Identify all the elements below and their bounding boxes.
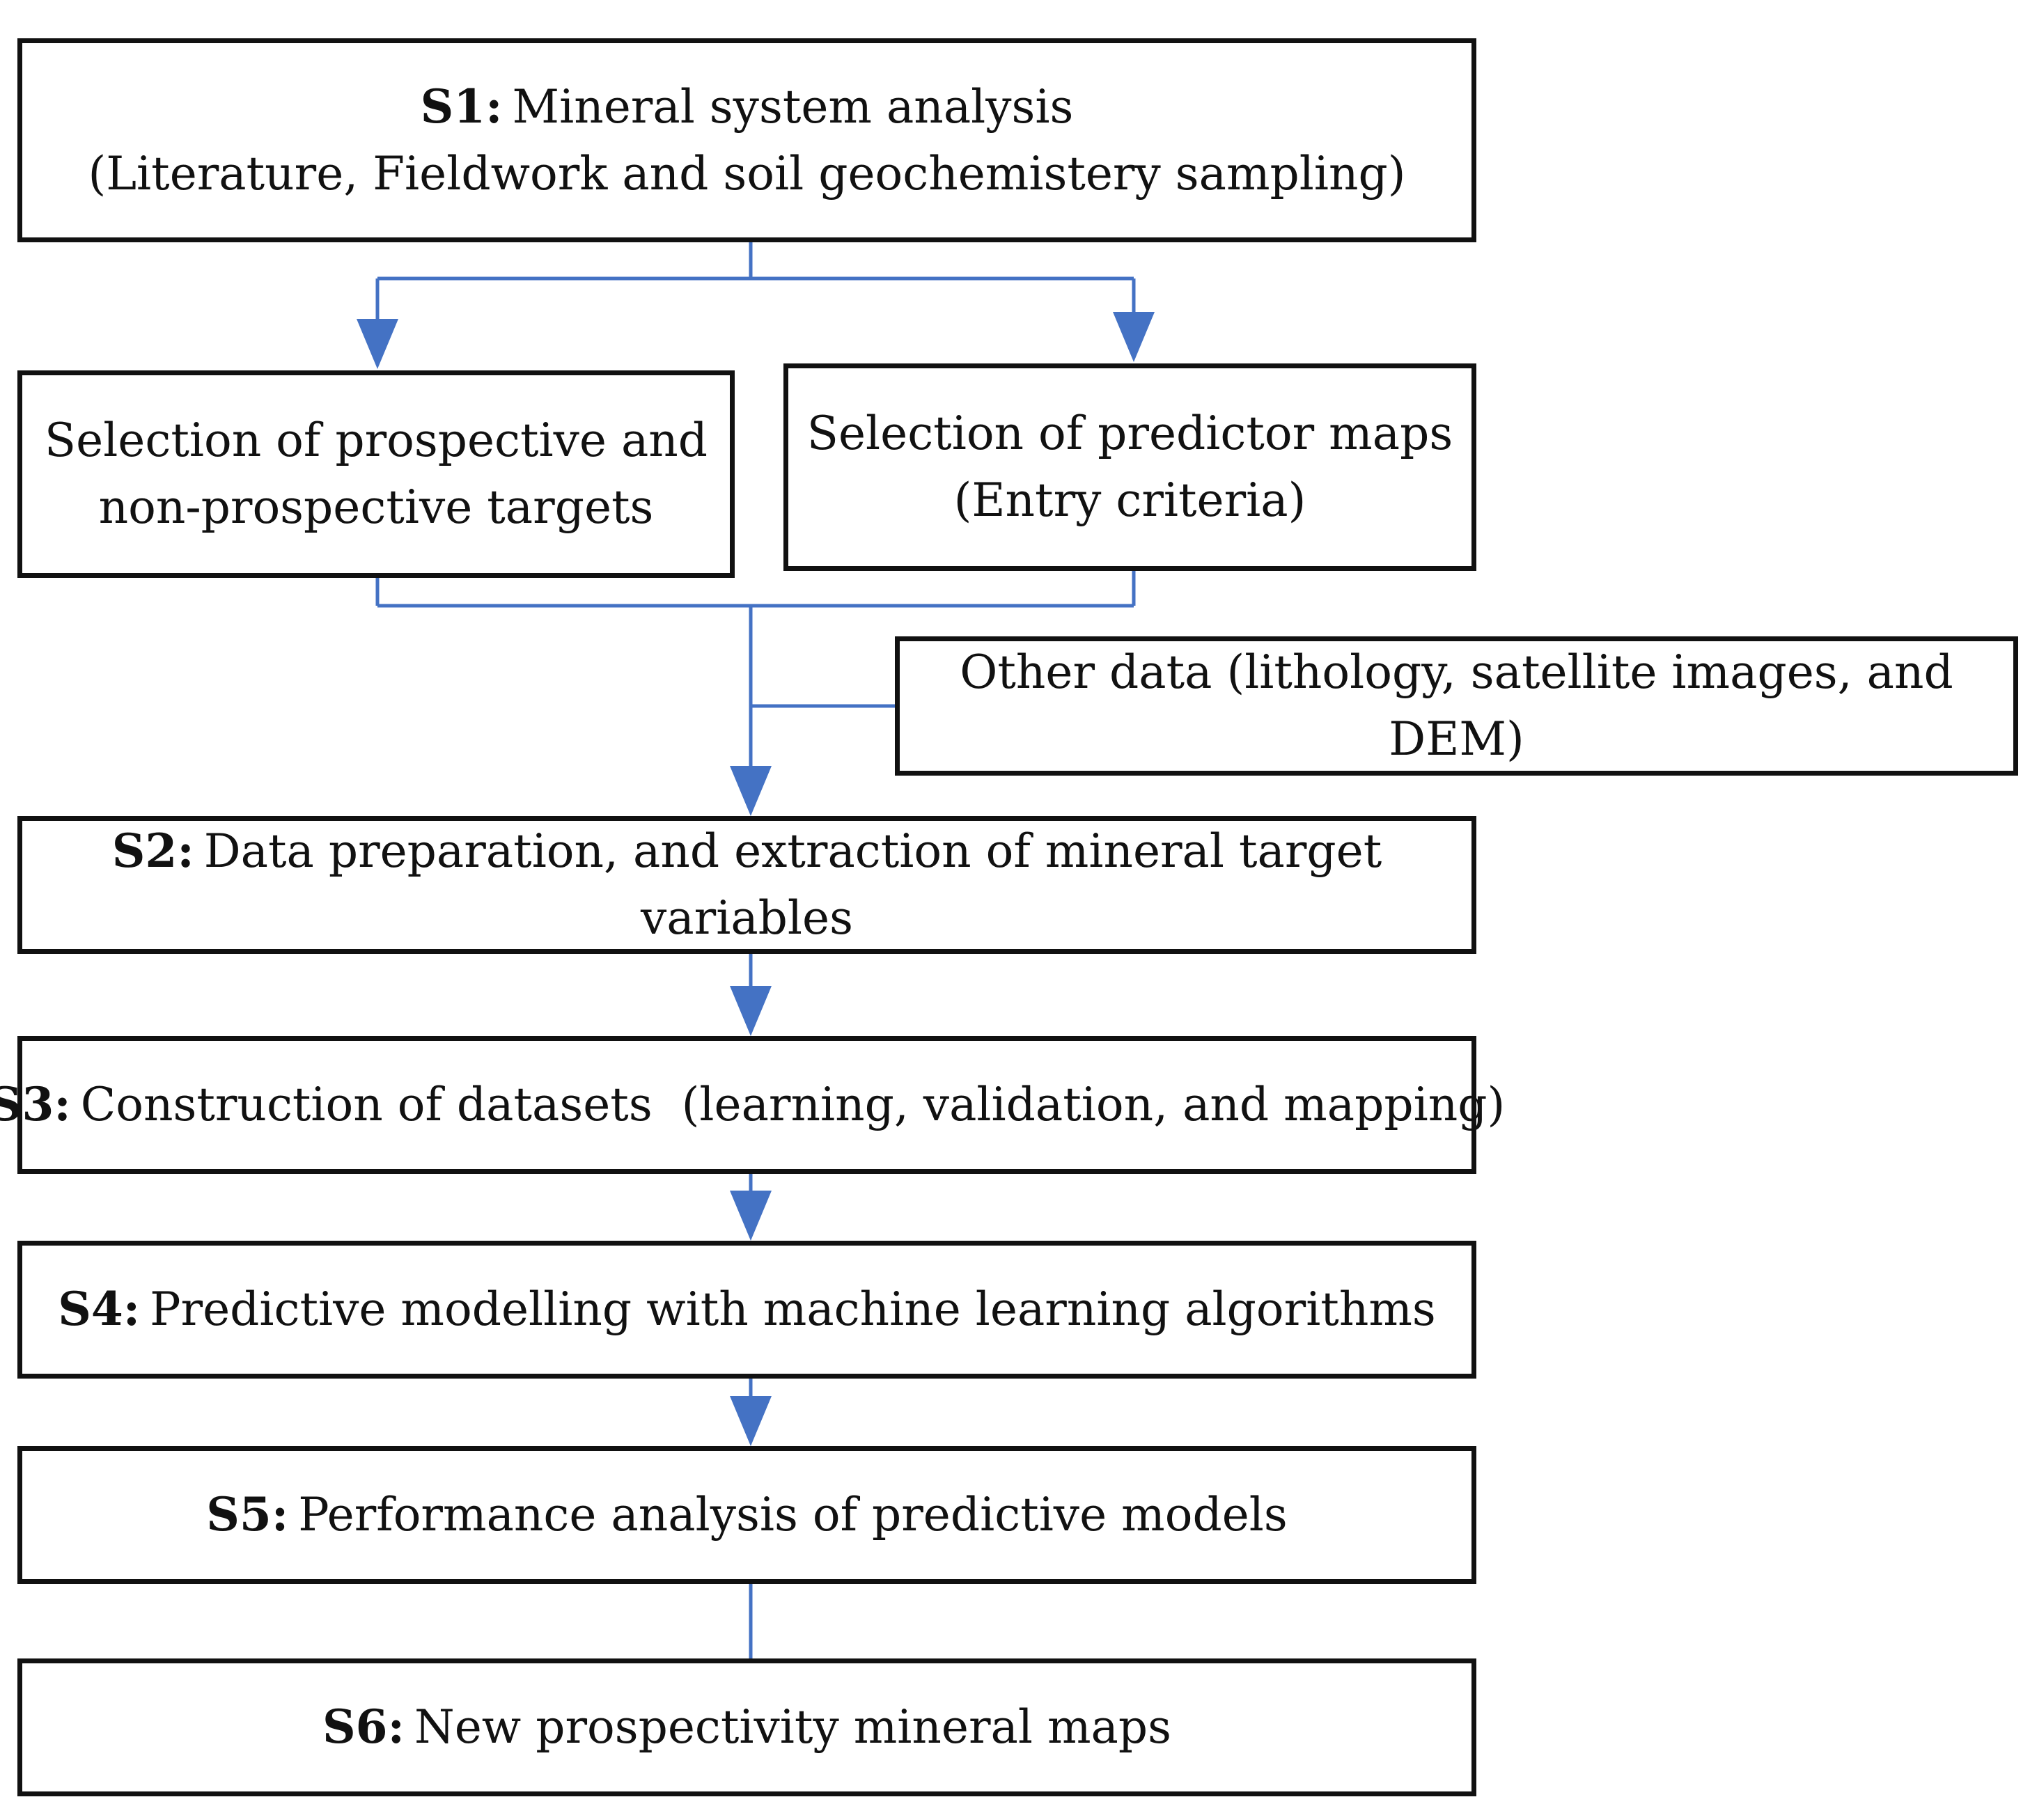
step-s6-line: S6:New prospectivity mineral maps [322,1694,1171,1761]
step-s5-line: S5:Performance analysis of predictive mo… [206,1482,1287,1548]
arrow-to-s5 [730,1396,772,1446]
step-s1-title-line: S1:Mineral system analysis [421,74,1074,141]
step-s3-line: S3:Construction of datasets (learning, v… [0,1072,1505,1138]
step-s2-label: S2: [111,824,194,879]
step-s6-label: S6: [322,1700,405,1755]
step-s6-text: New prospectivity mineral maps [414,1700,1172,1755]
step-s1-label: S1: [420,79,503,134]
step-s2-text: Data preparation, and extraction of mine… [203,824,1382,945]
step-s2-line: S2:Data preparation, and extraction of m… [22,818,1471,951]
arrow-to-predictors [1113,312,1155,362]
step-s5-text: Performance analysis of predictive model… [298,1488,1288,1542]
targets-selection-box: Selection of prospective and non-prospec… [17,370,735,578]
step-s4-box: S4:Predictive modelling with machine lea… [17,1241,1476,1379]
arrow-to-s2 [730,766,772,816]
step-s2-box: S2:Data preparation, and extraction of m… [17,816,1476,954]
step-s6-box: S6:New prospectivity mineral maps [17,1658,1476,1796]
predictor-maps-box: Selection of predictor maps (Entry crite… [783,363,1476,571]
other-data-box: Other data (lithology, satellite images,… [895,636,2018,776]
step-s3-label: S3: [0,1077,71,1132]
targets-line-1: Selection of prospective and [44,414,708,468]
arrow-to-s4 [730,1191,772,1241]
step-s3-text: Construction of datasets (learning, vali… [80,1078,1506,1132]
step-s1-box: S1:Mineral system analysis (Literature, … [17,38,1476,242]
targets-line-2: non-prospective targets [98,480,654,534]
step-s1-subtitle: (Literature, Fieldwork and soil geochemi… [88,146,1406,201]
predictor-line-2: (Entry criteria) [953,473,1306,527]
step-s4-label: S4: [58,1282,141,1337]
predictor-line-1: Selection of predictor maps [806,407,1453,461]
step-s4-text: Predictive modelling with machine learni… [150,1282,1436,1337]
step-s3-box: S3:Construction of datasets (learning, v… [0,1036,1505,1174]
other-data-text: Other data (lithology, satellite images,… [960,645,1953,766]
step-s1-title: Mineral system analysis [512,79,1074,134]
step-s5-box: S5:Performance analysis of predictive mo… [17,1446,1476,1584]
step-s5-label: S5: [206,1487,289,1542]
arrow-to-s3 [730,986,772,1036]
arrow-to-targets [357,319,398,369]
step-s4-line: S4:Predictive modelling with machine lea… [58,1276,1436,1343]
